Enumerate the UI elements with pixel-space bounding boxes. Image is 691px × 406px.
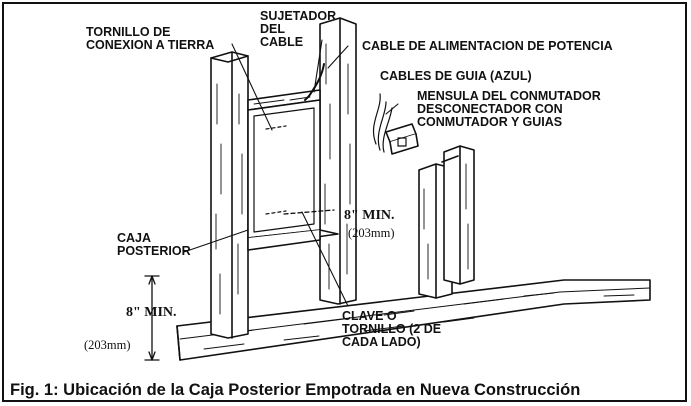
dimension-lines (144, 209, 335, 361)
leader-lines (183, 39, 399, 307)
label-min-side: 8" MIN. (344, 208, 395, 223)
figure-caption: Fig. 1: Ubicación de la Caja Posterior E… (10, 381, 581, 399)
right-stud (319, 17, 357, 305)
label-min-bottom: 8" MIN. (126, 305, 177, 320)
label-min-bottom-mm: (203mm) (84, 338, 131, 352)
framing-illustration (144, 17, 651, 361)
power-cable (304, 63, 325, 101)
label-min-side-mm: (203mm) (348, 226, 395, 240)
left-stud (210, 51, 249, 339)
bottom-brace (247, 229, 339, 251)
switch-bracket (372, 93, 419, 155)
back-box (247, 99, 321, 239)
corner-posts (418, 145, 475, 299)
label-guide-cables: CABLES DE GUIA (AZUL) (380, 69, 532, 83)
label-power-cable: CABLE DE ALIMENTACION DE POTENCIA (362, 39, 613, 53)
